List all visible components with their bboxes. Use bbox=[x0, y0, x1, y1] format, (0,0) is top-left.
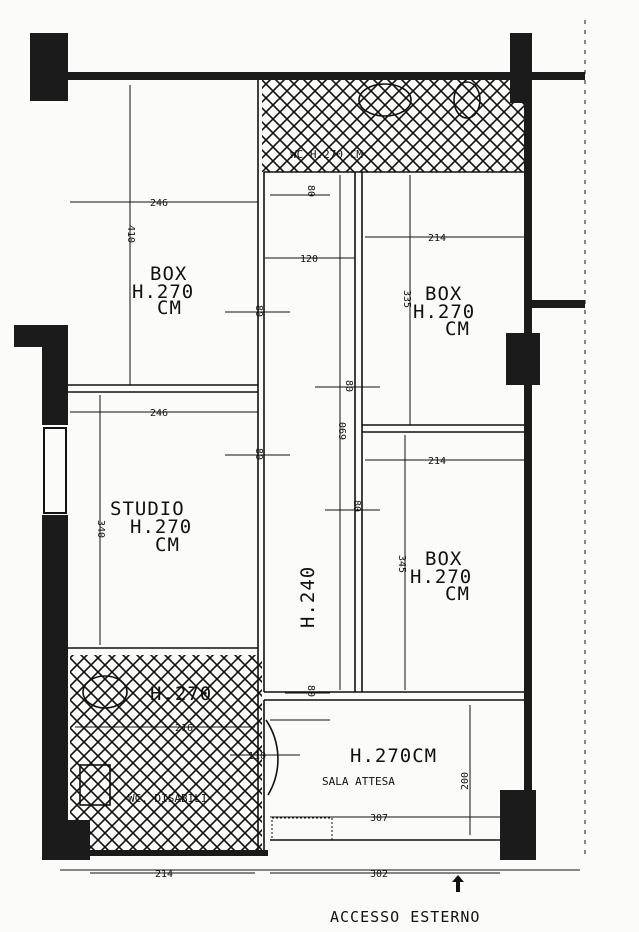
wc-top-tiles bbox=[262, 80, 527, 172]
dim: 80 bbox=[305, 685, 316, 697]
dim: 345 bbox=[396, 555, 407, 573]
box2-unit: CM bbox=[445, 318, 470, 340]
arrow-up-icon bbox=[452, 875, 464, 892]
dim: 200 bbox=[460, 772, 471, 790]
entrance-label: ACCESSO ESTERNO bbox=[330, 908, 480, 926]
wc-disabili-height: H.270 bbox=[150, 683, 212, 705]
studio-name: STUDIO bbox=[110, 498, 185, 520]
partitions bbox=[60, 20, 586, 871]
toilet-icon bbox=[82, 675, 128, 709]
sala-height: H.270CM bbox=[350, 745, 437, 767]
dim: 214 bbox=[155, 869, 173, 880]
dim: 214 bbox=[428, 456, 446, 467]
svg-text:WC H.270 CM: WC H.270 CM bbox=[290, 148, 363, 161]
box3-name: BOX bbox=[425, 548, 462, 570]
dim: 80 bbox=[253, 305, 264, 317]
dim: 80 bbox=[343, 380, 354, 392]
sink-icon bbox=[79, 764, 111, 806]
corridor-height: H.240 bbox=[297, 566, 319, 628]
dim: 80 bbox=[253, 448, 264, 460]
studio-height: H.270 bbox=[130, 516, 192, 538]
box3-unit: CM bbox=[445, 583, 470, 605]
wc-disabili-name: WC. DISABILI bbox=[128, 792, 207, 805]
box2-name: BOX bbox=[425, 283, 462, 305]
walls bbox=[14, 33, 585, 860]
dim: 216 bbox=[175, 723, 193, 734]
dim: 335 bbox=[401, 290, 412, 308]
dim: 110 bbox=[248, 751, 266, 762]
box2-height: H.270 bbox=[413, 301, 475, 323]
dim: 80 bbox=[351, 500, 362, 512]
dim: 246 bbox=[150, 408, 168, 419]
dim: 410 bbox=[125, 225, 136, 243]
box1-height: H.270 bbox=[132, 281, 194, 303]
box3-height: H.270 bbox=[410, 566, 472, 588]
sala-name: SALA ATTESA bbox=[322, 775, 395, 788]
dim: 120 bbox=[300, 254, 318, 265]
wc-top-label: WC H.270 CM bbox=[290, 148, 363, 161]
dim: 340 bbox=[95, 520, 106, 538]
dim: 80 bbox=[305, 185, 316, 197]
studio-unit: CM bbox=[155, 534, 180, 556]
box1-name: BOX bbox=[150, 263, 187, 285]
toilet-icon bbox=[453, 81, 481, 119]
dim: 214 bbox=[428, 233, 446, 244]
dim: 302 bbox=[370, 869, 388, 880]
dim: 690 bbox=[338, 422, 349, 440]
dim: 246 bbox=[150, 198, 168, 209]
dim: 307 bbox=[370, 813, 388, 824]
sink-icon bbox=[358, 83, 412, 117]
box1-unit: CM bbox=[157, 297, 182, 319]
